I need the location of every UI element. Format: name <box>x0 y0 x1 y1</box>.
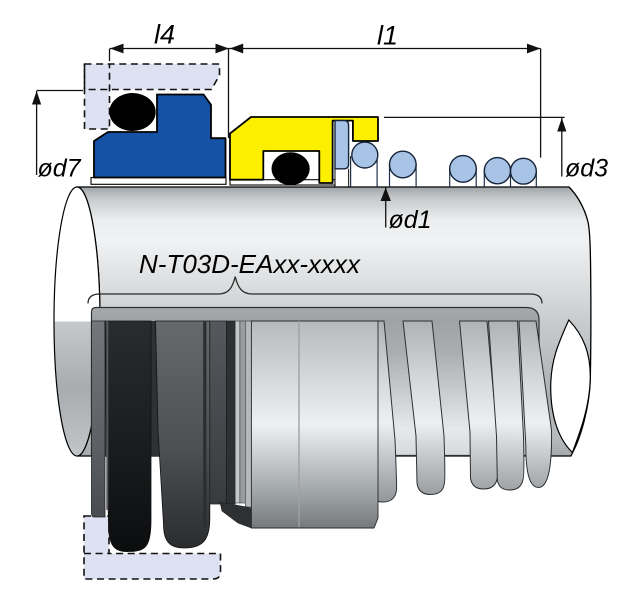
svg-text:ød1: ød1 <box>389 206 432 234</box>
svg-text:l1: l1 <box>377 21 398 51</box>
svg-text:l4: l4 <box>154 20 175 50</box>
svg-text:N-T03D-EAxx-xxxx: N-T03D-EAxx-xxxx <box>139 249 361 279</box>
svg-text:ød3: ød3 <box>565 155 608 183</box>
svg-text:ød7: ød7 <box>38 155 82 183</box>
